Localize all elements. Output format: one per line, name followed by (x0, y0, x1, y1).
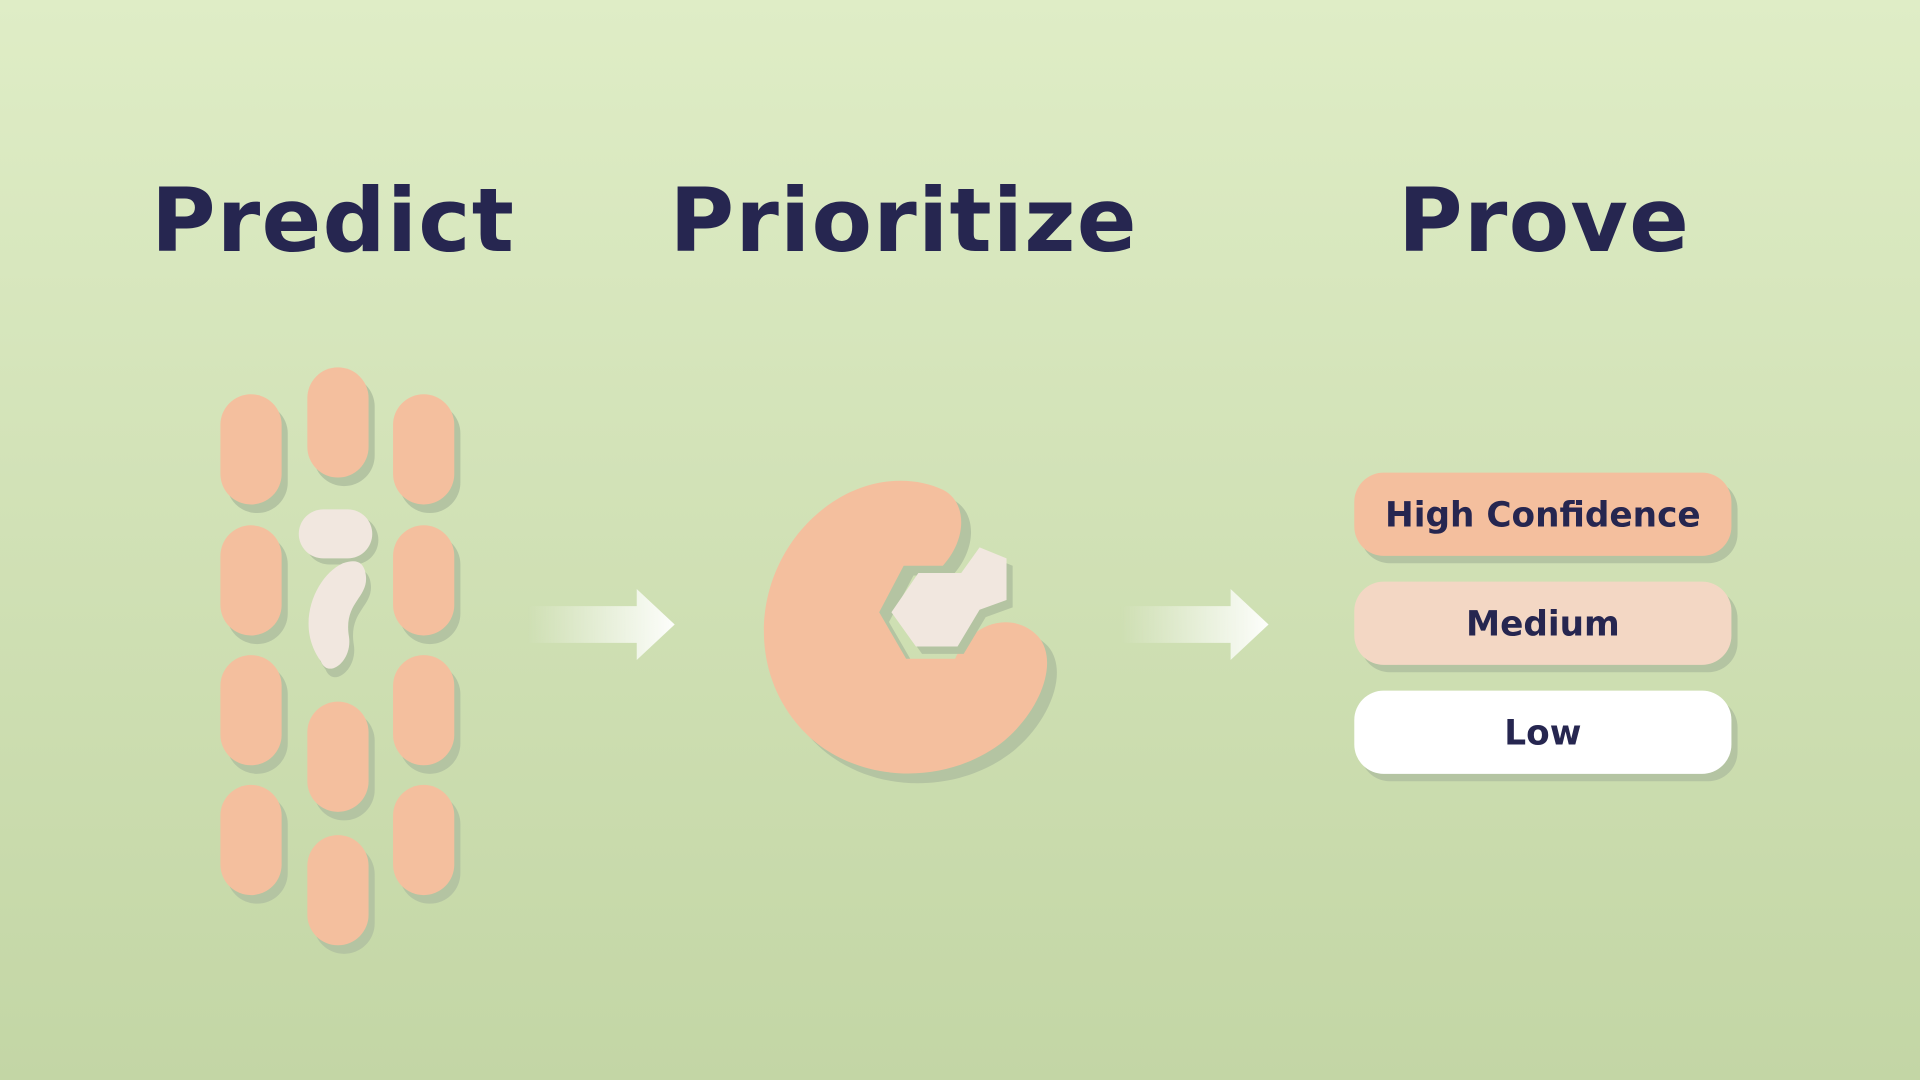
candidate-molecule (298, 509, 379, 678)
molecule-pill (393, 525, 455, 636)
arrow-right-icon (526, 588, 675, 661)
protein-target-icon (763, 480, 1057, 784)
molecule-pill (393, 655, 455, 766)
molecule-pill (393, 784, 455, 896)
medium-confidence-badge[interactable]: Medium (1354, 581, 1732, 665)
molecule-pill (393, 394, 455, 505)
molecule-pill (220, 655, 282, 766)
molecule-pill (220, 525, 282, 636)
title-prioritize: Prioritize (669, 168, 1138, 272)
molecule-pill (220, 784, 282, 896)
arrow-right-icon (1120, 588, 1269, 661)
molecule-pill (307, 835, 369, 946)
title-prove: Prove (1398, 168, 1691, 272)
title-predict: Predict (150, 168, 516, 272)
low-confidence-badge[interactable]: Low (1354, 690, 1732, 774)
molecule-pill (307, 367, 369, 478)
molecule-pill (220, 394, 282, 505)
high-confidence-badge[interactable]: High Confidence (1354, 472, 1732, 556)
molecule-pill (307, 701, 369, 812)
ligand-icon (891, 547, 1013, 654)
